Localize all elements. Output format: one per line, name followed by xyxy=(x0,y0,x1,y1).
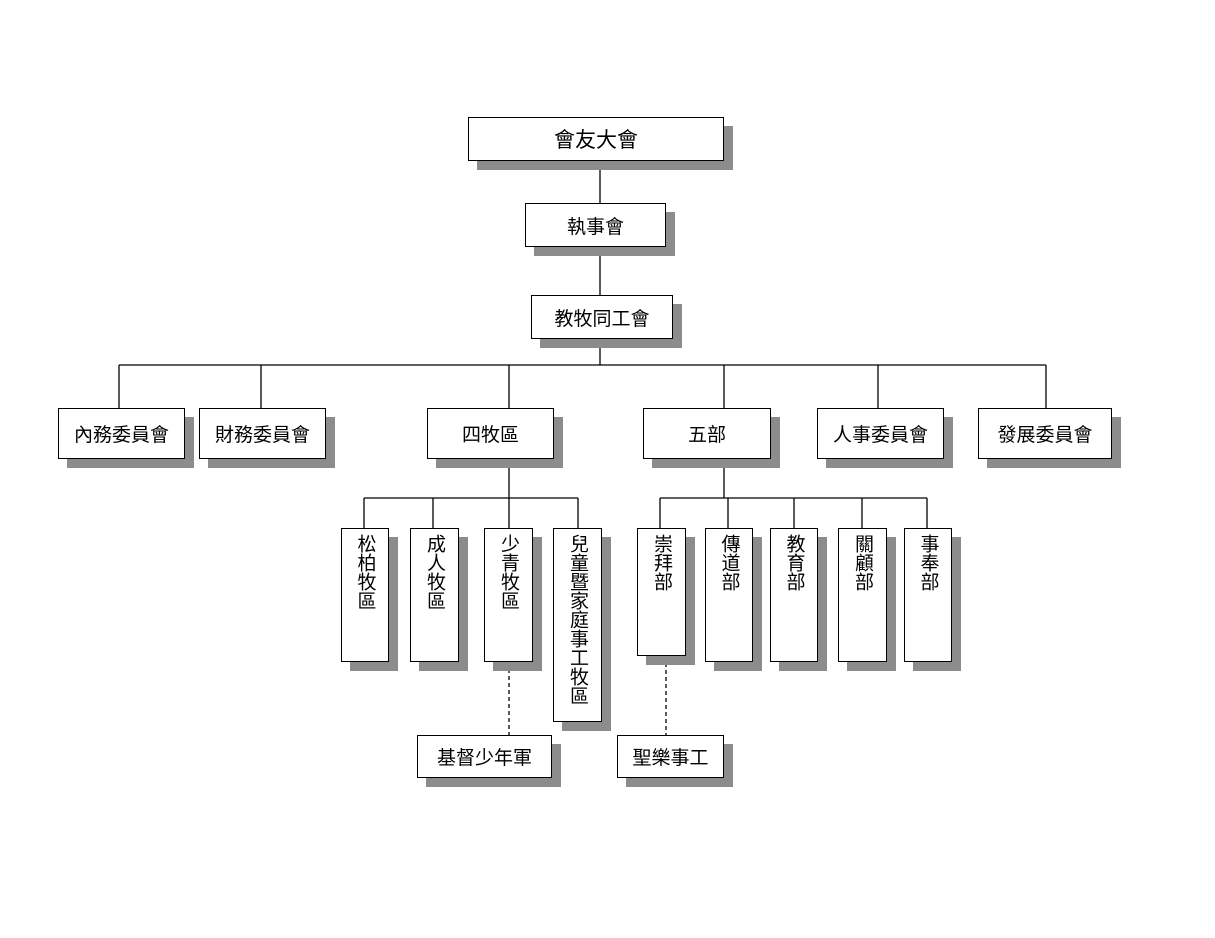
node-dept-care[interactable]: 關顧部 xyxy=(838,528,887,662)
node-label: 聖樂事工 xyxy=(632,747,709,769)
node-label: 內務委員會 xyxy=(73,424,169,446)
node-label: 財務委員會 xyxy=(214,424,310,446)
node-label: 傳道部 xyxy=(718,534,741,591)
node-dept-education[interactable]: 教育部 xyxy=(770,528,818,662)
node-label: 關顧部 xyxy=(852,534,874,591)
node-dept-service[interactable]: 事奉部 xyxy=(904,528,952,662)
node-label: 成人牧區 xyxy=(424,534,446,610)
node-development-committee[interactable]: 發展委員會 xyxy=(978,408,1112,459)
node-label: 五部 xyxy=(687,424,726,446)
node-label: 事奉部 xyxy=(917,534,940,591)
node-label: 松柏牧區 xyxy=(354,534,377,610)
node-members-assembly[interactable]: 會友大會 xyxy=(468,117,724,161)
node-district-adult[interactable]: 成人牧區 xyxy=(410,528,459,662)
node-label: 少青牧區 xyxy=(498,534,520,610)
node-label: 四牧區 xyxy=(461,424,519,446)
node-dept-evangelism[interactable]: 傳道部 xyxy=(705,528,753,662)
node-label: 人事委員會 xyxy=(832,424,928,446)
node-deacons-board[interactable]: 執事會 xyxy=(525,203,666,247)
node-district-senior[interactable]: 松柏牧區 xyxy=(341,528,389,662)
node-label: 基督少年軍 xyxy=(436,747,532,769)
node-personnel-committee[interactable]: 人事委員會 xyxy=(817,408,944,459)
node-label: 教牧同工會 xyxy=(554,307,650,330)
node-label: 執事會 xyxy=(566,215,624,238)
node-label: 會友大會 xyxy=(554,128,638,152)
node-dept-worship[interactable]: 崇拜部 xyxy=(637,528,686,656)
node-boys-brigade[interactable]: 基督少年軍 xyxy=(417,735,552,778)
node-label: 崇拜部 xyxy=(651,534,673,591)
node-music-ministry[interactable]: 聖樂事工 xyxy=(617,735,724,778)
node-internal-affairs-committee[interactable]: 內務委員會 xyxy=(58,408,185,459)
node-label: 教育部 xyxy=(783,534,806,591)
node-district-children-family[interactable]: 兒童暨家庭事工牧區 xyxy=(553,528,602,722)
node-label: 發展委員會 xyxy=(997,424,1093,446)
node-finance-committee[interactable]: 財務委員會 xyxy=(199,408,326,459)
node-district-youth[interactable]: 少青牧區 xyxy=(484,528,533,662)
node-four-districts[interactable]: 四牧區 xyxy=(427,408,554,459)
node-label: 兒童暨家庭事工牧區 xyxy=(567,534,589,705)
node-pastoral-staff[interactable]: 教牧同工會 xyxy=(531,295,673,339)
node-five-departments[interactable]: 五部 xyxy=(643,408,771,459)
